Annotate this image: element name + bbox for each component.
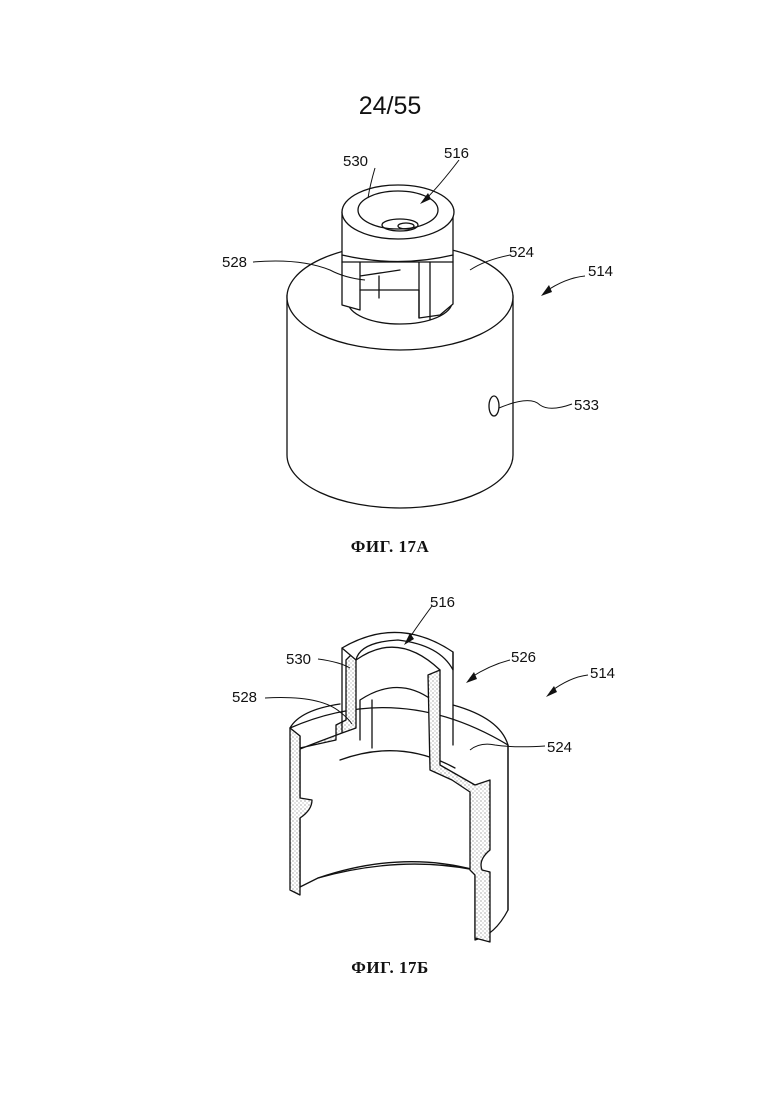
fig-b-label-526: 526: [511, 649, 536, 666]
figure-17a-drawing: 530 516 528 524 514 533: [222, 145, 613, 508]
fig-a-label-528: 528: [222, 254, 247, 271]
figure-17b-drawing: 516 530 526 514 528 524: [232, 594, 615, 942]
fig-a-label-516: 516: [444, 145, 469, 162]
fig-a-label-530: 530: [343, 153, 368, 170]
fig-b-label-530: 530: [286, 651, 311, 668]
fig-b-tube-rim: [342, 632, 453, 670]
figure-17b-caption: ФИГ. 17Б: [0, 958, 780, 978]
fig-b-label-524: 524: [547, 739, 572, 756]
fig-b-label-516: 516: [430, 594, 455, 611]
fig-a-label-524: 524: [509, 244, 534, 261]
fig-b-label-514: 514: [590, 665, 615, 682]
figure-17a-caption: ФИГ. 17А: [0, 537, 780, 557]
fig-b-label-528: 528: [232, 689, 257, 706]
fig-a-label-514: 514: [588, 263, 613, 280]
fig-a-label-533: 533: [574, 397, 599, 414]
